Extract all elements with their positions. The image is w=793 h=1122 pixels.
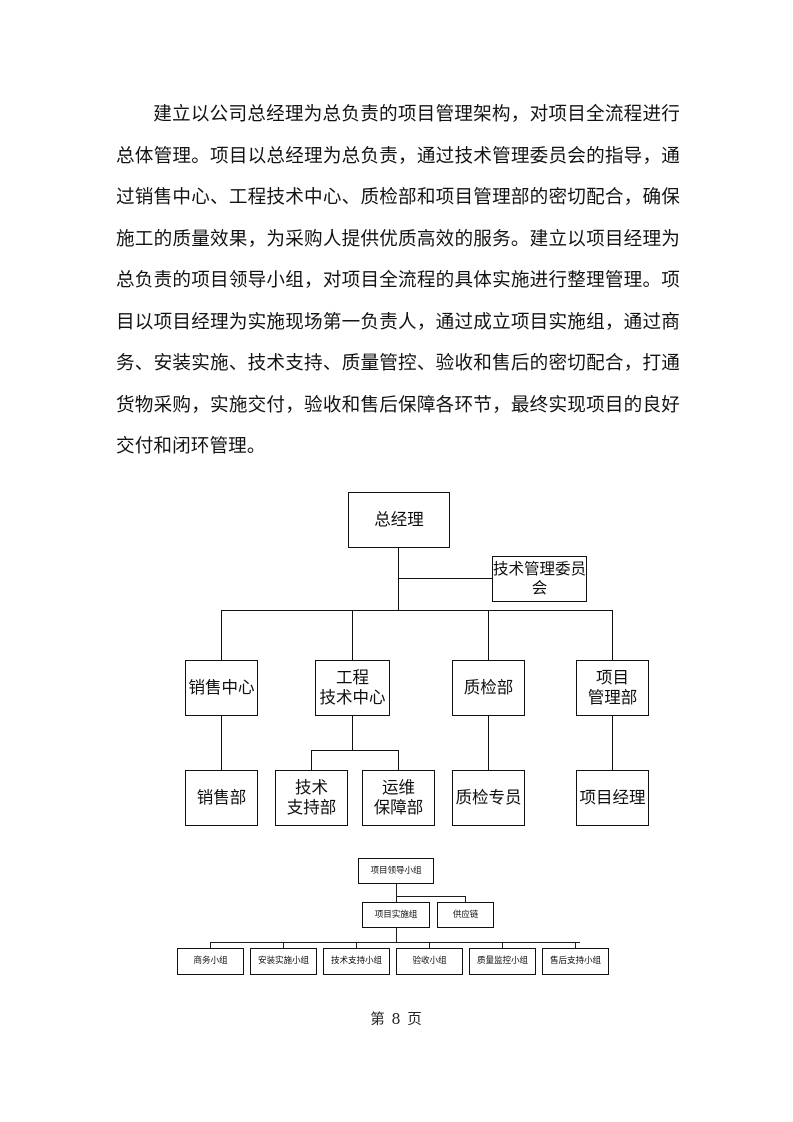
node-business-team: 商务小组 (177, 948, 244, 975)
node-tech-support-team: 技术支持小组 (323, 948, 390, 975)
node-sales-center: 销售中心 (185, 660, 258, 716)
connector-drop-aftersales-team (575, 942, 576, 948)
node-general-manager: 总经理 (348, 492, 450, 548)
connector-level2-bus (221, 610, 613, 612)
connector-eng-center-bus (311, 750, 399, 752)
connector-drop-business-team (210, 942, 211, 948)
connector-leader-stem (396, 884, 397, 896)
connector-sales-center-to-sales-dept (221, 716, 223, 770)
connector-drop-supply-chain (465, 896, 466, 902)
connector-drop-ops-support-dept (398, 750, 400, 770)
body-paragraph: 建立以公司总经理为总负责的项目管理架构，对项目全流程进行总体管理。项目以总经理为… (116, 104, 680, 457)
node-project-leader-group: 项目领导小组 (358, 858, 434, 884)
connector-quality-dept-to-inspector (488, 716, 490, 770)
connector-gm-to-committee (398, 578, 492, 580)
connector-drop-installation-team (283, 942, 284, 948)
node-sales-dept: 销售部 (185, 770, 258, 826)
node-quality-monitor-team: 质量监控小组 (469, 948, 536, 975)
node-installation-team: 安装实施小组 (250, 948, 317, 975)
connector-drop-tech-support-team (356, 942, 357, 948)
connector-drop-acceptance-team (429, 942, 430, 948)
node-project-implementation-group: 项目实施组 (362, 902, 430, 928)
organization-chart-main: 总经理 技术管理委员会 销售中心 工程 技术中心 质检部 项目 管理部 销售部 … (185, 492, 649, 826)
connector-drop-project-mgmt-dept (612, 610, 614, 660)
node-tech-support-dept: 技术 支持部 (275, 770, 348, 826)
node-ops-support-dept: 运维 保障部 (362, 770, 435, 826)
connector-drop-tech-support-dept (311, 750, 313, 770)
page-number-footer: 第 8 页 (370, 1012, 423, 1028)
connector-drop-sales-center (221, 610, 223, 660)
connector-leader-bus (396, 896, 465, 897)
connector-drop-quality-dept (488, 610, 490, 660)
node-acceptance-team: 验收小组 (396, 948, 463, 975)
organization-chart-team: 项目领导小组 项目实施组 供应链 商务小组 安装实施小组 技术支持小组 验收小组… (177, 858, 609, 975)
node-quality-inspector: 质检专员 (452, 770, 525, 826)
connector-pm-dept-to-project-manager (612, 716, 614, 770)
node-aftersales-support-team: 售后支持小组 (542, 948, 609, 975)
node-project-management-dept: 项目 管理部 (576, 660, 649, 716)
connector-eng-center-stem (352, 716, 354, 750)
connector-drop-implementation-group (396, 896, 397, 902)
node-project-manager: 项目经理 (576, 770, 649, 826)
node-supply-chain: 供应链 (437, 902, 494, 928)
node-tech-management-committee: 技术管理委员会 (492, 556, 587, 602)
connector-drop-quality-monitor-team (502, 942, 503, 948)
body-paragraph-block: 建立以公司总经理为总负责的项目管理架构，对项目全流程进行总体管理。项目以总经理为… (116, 94, 680, 468)
node-quality-inspection-dept: 质检部 (452, 660, 525, 716)
connector-subteam-bus (210, 942, 580, 943)
connector-implementation-stem (396, 928, 397, 942)
connector-drop-engineering-center (352, 610, 354, 660)
node-engineering-tech-center: 工程 技术中心 (315, 660, 390, 716)
